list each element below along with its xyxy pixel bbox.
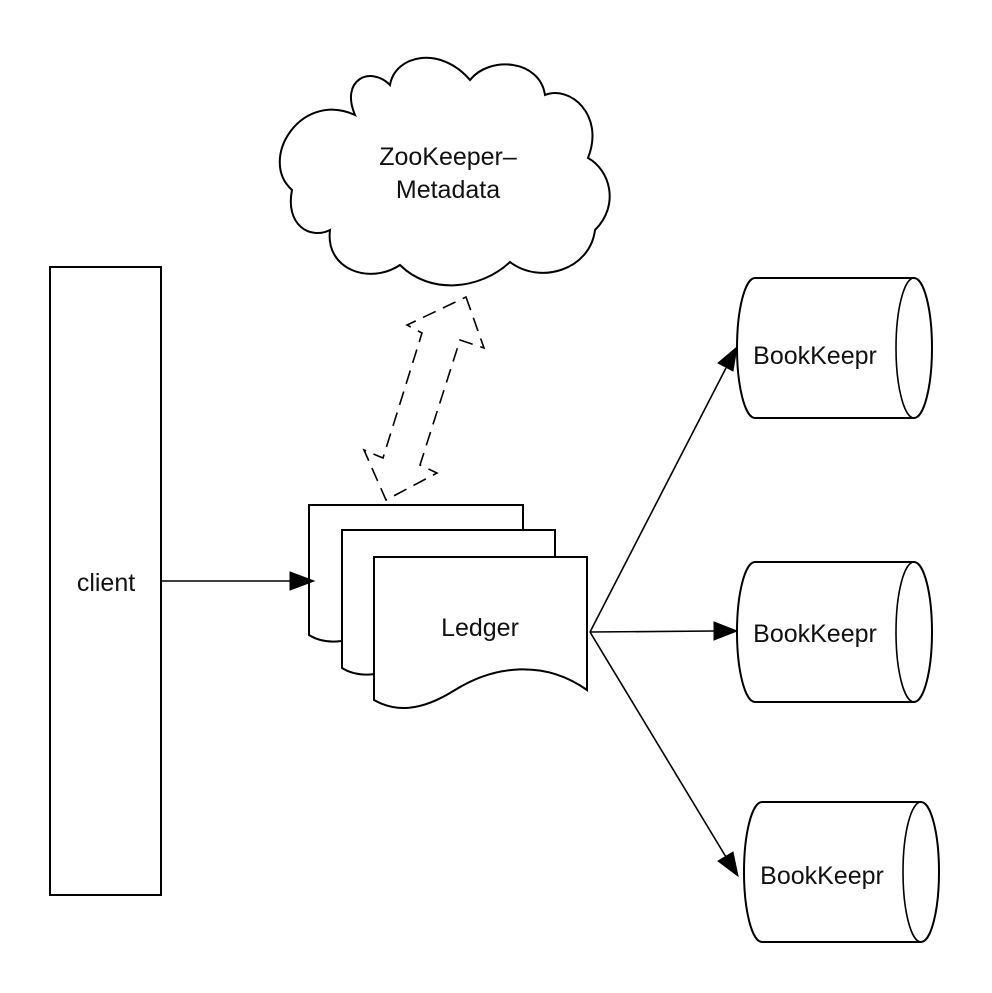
ledger-to-bookie1-arrow (589, 345, 738, 633)
bookie-label: BookKeepr (753, 342, 877, 370)
ledger-to-bookie2-arrow (589, 621, 739, 641)
cylinder-rim (902, 801, 922, 943)
ledger-label: Ledger (441, 614, 519, 642)
cloud-shape (278, 56, 611, 287)
zookeeper-ledger-bidirectional-arrow (362, 295, 486, 502)
bookie-cylinder-3: BookKeepr (743, 801, 940, 943)
arrowhead (289, 571, 316, 591)
ledger-to-bookie3-arrow (589, 631, 739, 878)
bookie-label: BookKeepr (753, 620, 877, 648)
cloud-label-line2: Metadata (396, 176, 500, 204)
arrowhead (717, 345, 738, 372)
bookie-label: BookKeepr (760, 862, 884, 890)
cylinder-rim (895, 561, 915, 703)
client-rect (49, 266, 162, 896)
cloud-label-line1: ZooKeeper– (379, 143, 517, 171)
cylinder-rim (895, 277, 915, 419)
bookie-cylinder-2: BookKeepr (736, 561, 933, 703)
arrowhead (713, 621, 739, 641)
ledger-bookie3-line (589, 631, 727, 858)
zookeeper-cloud: ZooKeeper– Metadata (278, 56, 611, 287)
ledger-document-stack: Ledger (308, 504, 588, 709)
bookie-cylinder-1: BookKeepr (736, 277, 933, 419)
client-label: client (77, 569, 135, 597)
arrowhead (717, 851, 739, 878)
client-to-ledger-arrow (161, 571, 316, 591)
client-box: client (49, 266, 162, 896)
ledger-bookie2-line (589, 630, 716, 633)
ledger-bookie1-line (589, 367, 727, 633)
ledger-doc-front (373, 556, 588, 709)
dashed-double-arrow-outline (362, 295, 486, 502)
